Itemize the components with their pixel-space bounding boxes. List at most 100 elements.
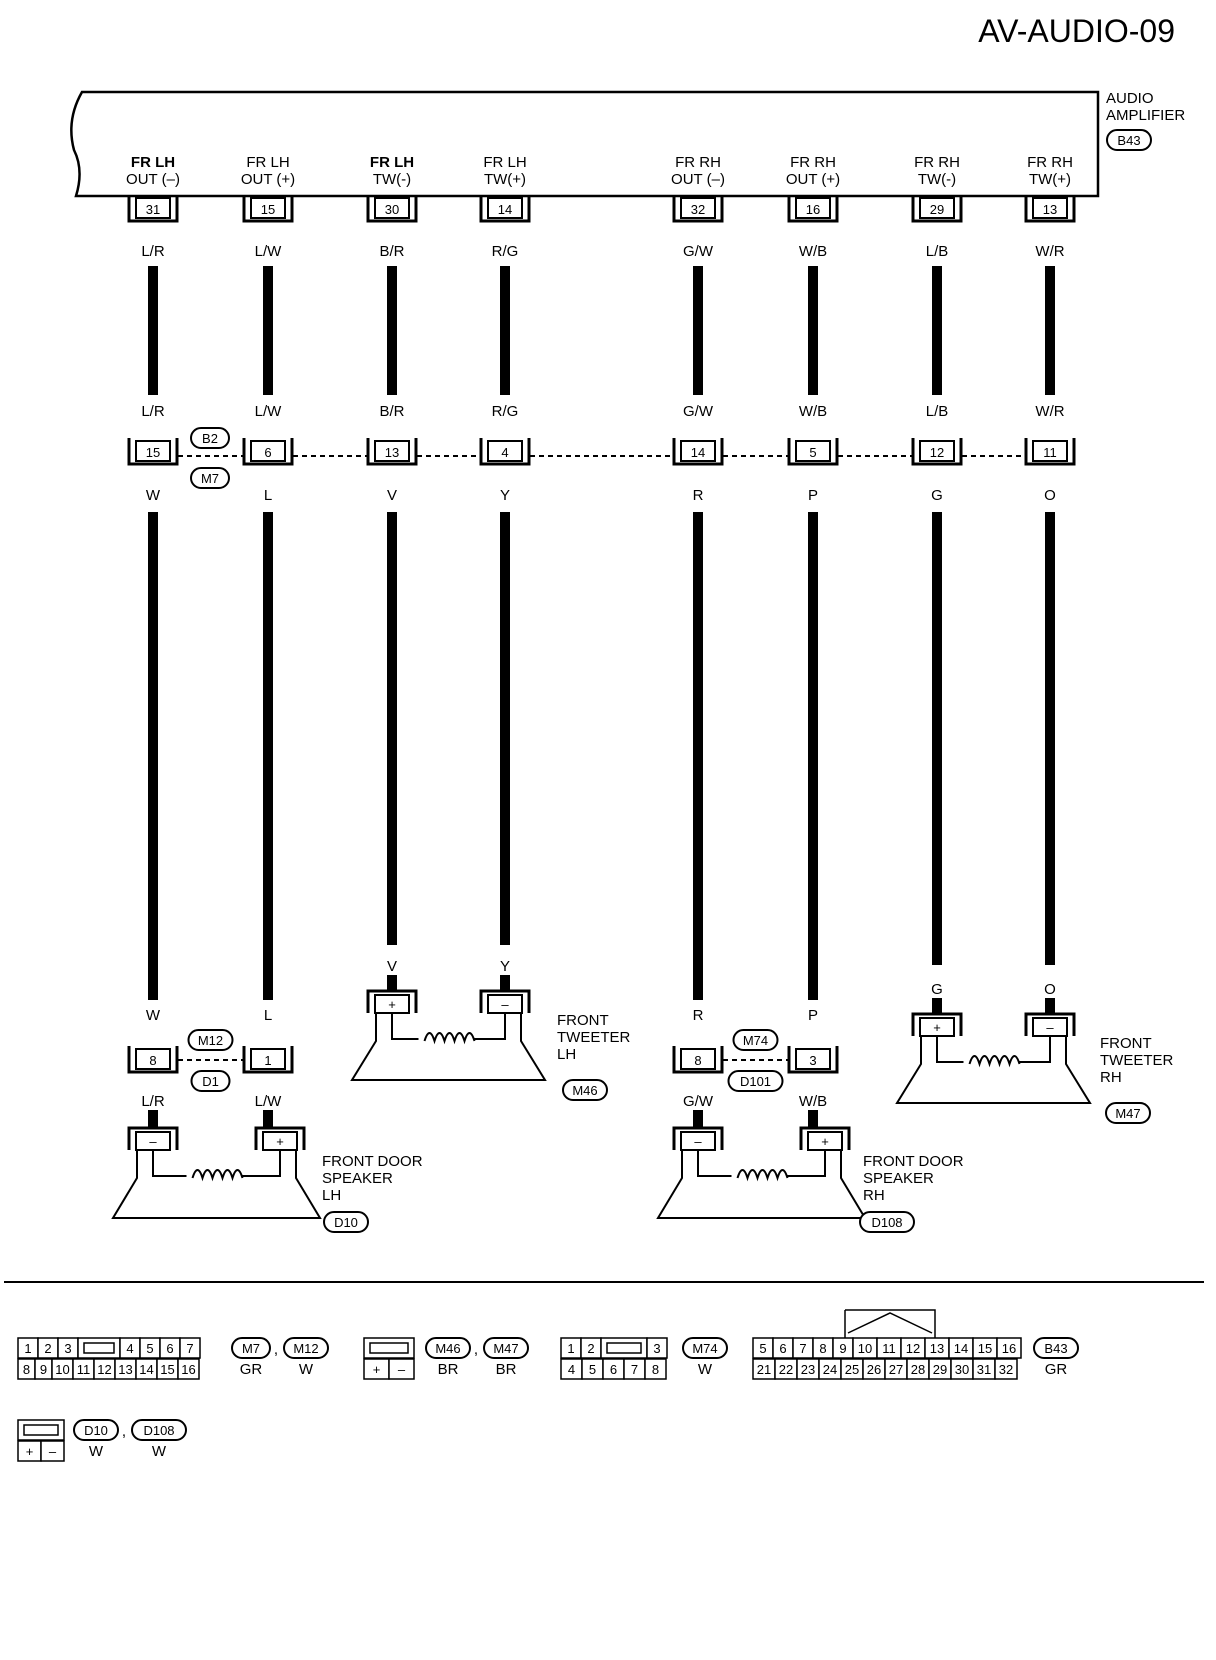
door-rh-junction-pin-3-label: 3 — [809, 1053, 816, 1068]
amp-pin-13-box — [1032, 197, 1068, 219]
wire-color-upper-c3: B/R — [379, 403, 404, 420]
legend-b43-top-cell-11-label: 15 — [978, 1341, 992, 1356]
door-rh-junction-wire-out-2: W/B — [799, 1093, 827, 1110]
junction-pin-11-label: 11 — [1043, 445, 1057, 460]
door-lh-speaker-name-line-2: SPEAKER — [322, 1170, 393, 1187]
junction-top-tag-label: B2 — [202, 431, 218, 446]
legend-m7-bottom-cell-7-label: 14 — [139, 1362, 153, 1377]
amp-pin-16-label1: FR RH — [790, 154, 836, 171]
tweeter-rh-connector-tag-frame — [1105, 1102, 1151, 1124]
door-lh-speaker-name-line-3: LH — [322, 1187, 341, 1204]
door-lh-junction-pin-8-bracket — [127, 1046, 179, 1074]
door-rh-junction-wire-in-2: P — [808, 1007, 818, 1024]
junction-pin-5-box — [795, 440, 831, 462]
door-lh-speaker-connector-tag-frame — [323, 1211, 369, 1233]
wire-color-mid-c4: Y — [500, 487, 510, 504]
legend-m7-top-lock — [83, 1342, 115, 1354]
wire-color-upper-c5: G/W — [683, 403, 714, 420]
junction-top-tag-frame — [190, 427, 230, 449]
legend-b43-top-cell-8-label: 12 — [906, 1341, 920, 1356]
legend-b43-bottom-cell-6-label: 26 — [867, 1362, 881, 1377]
legend-m74-tag-1-frame — [682, 1337, 728, 1359]
legend-b43-hood — [844, 1309, 936, 1338]
door-rh-junction-bottom-tag-frame — [727, 1070, 784, 1092]
legend-m7-top-cell-4-label: 4 — [126, 1341, 133, 1356]
legend-b43-bottom-cell-5-label: 25 — [845, 1362, 859, 1377]
junction-pin-4-label: 4 — [501, 445, 508, 460]
door-rh-speaker-connector-tag-label: D108 — [871, 1215, 902, 1230]
amp-pin-31-box — [135, 197, 171, 219]
amp-pin-15-box — [250, 197, 286, 219]
legend-m7-top-cell-7 — [179, 1337, 201, 1359]
wire-color-top-c2: L/W — [255, 243, 283, 260]
wire-color-mid-c3: V — [387, 487, 397, 504]
door-rh-junction-wire-out-1: G/W — [683, 1093, 714, 1110]
wire-color-upper-c4: R/G — [492, 403, 519, 420]
door-rh-speaker-terminal-2-label: + — [821, 1134, 829, 1149]
legend-m74-color-1: W — [698, 1361, 713, 1378]
tweeter-lh-connector-tag-label: M46 — [572, 1083, 597, 1098]
amp-pin-29-label1: FR RH — [914, 154, 960, 171]
legend-m46-tag-2-frame — [483, 1337, 529, 1359]
junction-pin-5-bracket — [787, 438, 839, 466]
amp-pin-14-box — [487, 197, 523, 219]
amplifier-name-line-2: AMPLIFIER — [1106, 107, 1185, 124]
tweeter-lh-terminal-1-label: + — [388, 997, 396, 1012]
amp-pin-31-bracket — [127, 195, 179, 223]
legend-b43-bottom-cell-10-label: 30 — [955, 1362, 969, 1377]
wire-color-upper-c1: L/R — [141, 403, 165, 420]
legend-m7-color-2: W — [299, 1361, 314, 1378]
junction-pin-11-bracket — [1024, 438, 1076, 466]
amp-pin-30-label: 30 — [385, 202, 399, 217]
amp-pin-29-bracket — [911, 195, 963, 223]
amp-pin-13-label: 13 — [1043, 202, 1057, 217]
tweeter-lh-lead-left — [391, 1013, 419, 1040]
legend-m7-bottom-cell-5-label: 12 — [97, 1362, 111, 1377]
legend-b43-bottom-cell-12 — [994, 1358, 1018, 1380]
legend-b43-top-cell-12 — [996, 1337, 1022, 1359]
junction-pin-12-box — [919, 440, 955, 462]
legend-m7-bottom-cell-9 — [177, 1358, 200, 1380]
door-rh-junction-bottom-tag-label: D101 — [740, 1074, 771, 1089]
legend-m7-tag-1-label: M7 — [242, 1341, 260, 1356]
legend-b43-bottom-cell-12-label: 32 — [999, 1362, 1013, 1377]
legend-m74-top-cell-2-label: 2 — [587, 1341, 594, 1356]
door-lh-junction-bottom-tag-frame — [190, 1070, 231, 1092]
junction-pin-15-box — [135, 440, 171, 462]
legend-m74-top-cell-3 — [646, 1337, 668, 1359]
legend-m74-top-lock — [606, 1342, 642, 1354]
amp-pin-14-bracket — [479, 195, 531, 223]
junction-pin-14-box — [680, 440, 716, 462]
wire-color-mid-c1: W — [146, 487, 161, 504]
door-lh-speaker-lead-left — [152, 1150, 187, 1177]
amp-pin-30-box — [374, 197, 410, 219]
door-rh-speaker-name-line-1: FRONT DOOR — [863, 1153, 964, 1170]
amplifier-name-line-1: AUDIO — [1106, 90, 1154, 107]
legend-m7-bottom-cell-6-label: 13 — [118, 1362, 132, 1377]
amp-pin-31-label2: OUT (–) — [126, 171, 180, 188]
legend-b43-bottom-cell-1-label: 21 — [757, 1362, 771, 1377]
junction-pin-12-bracket — [911, 438, 963, 466]
legend-d10-tag-2-frame — [131, 1419, 187, 1441]
legend-m7-tag-2-label: M12 — [293, 1341, 318, 1356]
legend-b43-tag-1-frame — [1033, 1337, 1079, 1359]
legend-d10-tag-1-frame — [73, 1419, 119, 1441]
door-lh-speaker: –+ — [111, 1126, 322, 1219]
door-rh-junction-pin-8-label: 8 — [694, 1053, 701, 1068]
legend-m46-tag-1-frame — [425, 1337, 471, 1359]
door-lh-junction-pin-8-label: 8 — [149, 1053, 156, 1068]
junction-pin-11-box — [1032, 440, 1068, 462]
legend-m74-bottom-cell-3-label: 6 — [610, 1362, 617, 1377]
legend-m46-color-2: BR — [496, 1361, 517, 1378]
legend-d10-separator-1: , — [122, 1423, 126, 1440]
door-rh-speaker-name-line-3: RH — [863, 1187, 885, 1204]
legend-m74-tag-1-label: M74 — [692, 1341, 717, 1356]
legend-d10-bottom-cell-1-label: + — [26, 1444, 34, 1459]
wire-color-top-c6: W/B — [799, 243, 827, 260]
door-lh-junction-pin-8-box — [135, 1048, 171, 1070]
amp-pin-29-label2: TW(-) — [918, 171, 956, 188]
amp-pin-32-label: 32 — [691, 202, 705, 217]
legend-b43-top-cell-10-label: 14 — [954, 1341, 968, 1356]
amp-pin-31-label1: FR LH — [131, 154, 175, 171]
